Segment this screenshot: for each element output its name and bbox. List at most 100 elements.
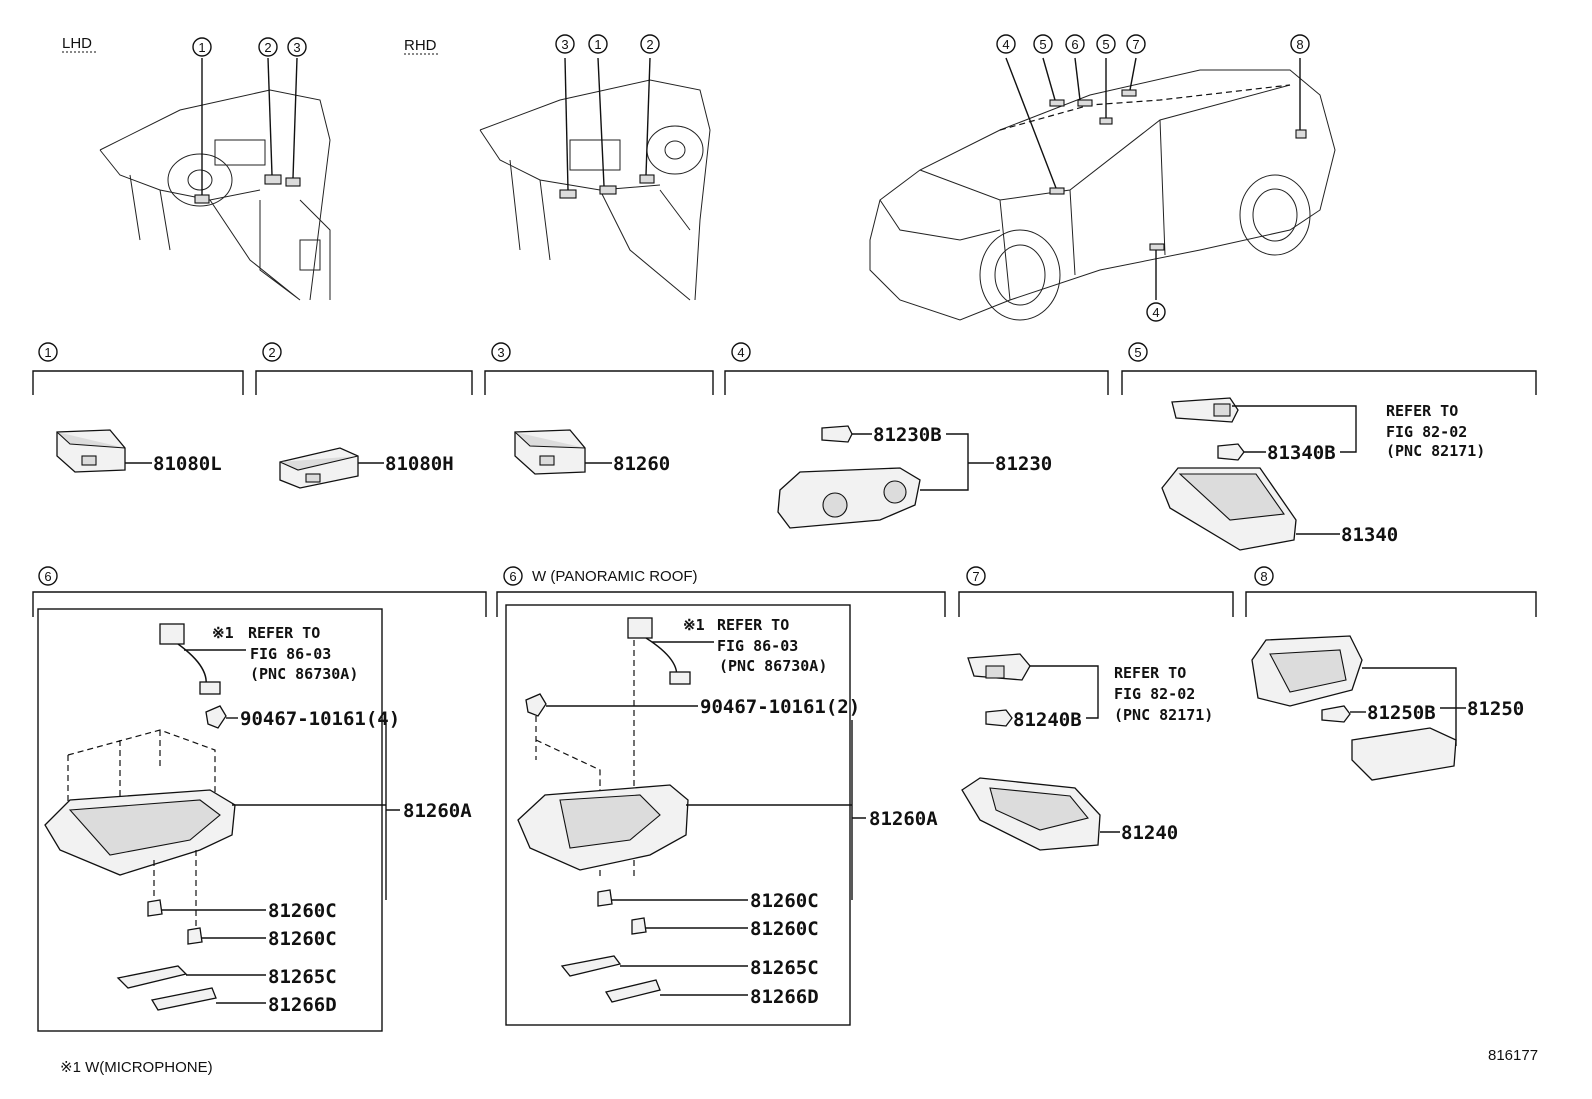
callout-1-rhd: 1 (588, 34, 608, 54)
callout-7-car: 7 (1126, 34, 1146, 54)
s6-refer-line1: REFER TO (248, 624, 320, 642)
part-81230B-bulb (821, 425, 853, 443)
s6-map-lamp-assembly (44, 789, 236, 876)
part-81230B-label: 81230B (873, 424, 942, 446)
callout-4-car-door: 4 (1146, 302, 1166, 322)
section-3: 3 81260 (484, 342, 714, 475)
section-8: 8 81250B 81250 (1245, 566, 1537, 781)
svg-text:2: 2 (264, 40, 271, 55)
s6-cover-label: 81266D (268, 994, 337, 1016)
svg-text:3: 3 (561, 37, 568, 52)
s7-refer-line2: FIG 82-02 (1114, 685, 1195, 703)
svg-text:4: 4 (1152, 305, 1159, 320)
s6-refer-line3: (PNC 86730A) (250, 665, 358, 683)
svg-text:1: 1 (198, 40, 205, 55)
section-5-number: 5 (1134, 345, 1141, 360)
vehicle-view (869, 57, 1336, 321)
svg-text:3: 3 (293, 40, 300, 55)
s6-bulb-81260C-2 (187, 927, 266, 945)
section-7: 7 81240B REFER TO FIG 82-02 (PNC 82171) … (958, 566, 1234, 851)
part-81260-label: 81260 (613, 453, 670, 475)
s7-lamp-label: 81240 (1121, 822, 1178, 844)
s6w-cover-label: 81266D (750, 986, 819, 1008)
part-81080H-shape (279, 447, 359, 489)
s6-lens-label: 81265C (268, 966, 337, 988)
s8-lamp-housing (1251, 635, 1363, 707)
rhd-dashboard-view: RHD (404, 37, 711, 301)
s5-refer-line1: REFER TO (1386, 402, 1458, 420)
section-1-number: 1 (44, 345, 51, 360)
section-7-number: 7 (972, 569, 979, 584)
callout-4-car: 4 (996, 34, 1016, 54)
s6w-refer-line1: REFER TO (717, 616, 789, 634)
s6-bulb2-label: 81260C (268, 928, 337, 950)
section-6-panoramic: 6 W (PANORAMIC ROOF) ※1 REFER TO FIG 86-… (496, 566, 946, 1026)
s6-assembly-label: 81260A (403, 800, 472, 822)
s6-lens-81265C (116, 965, 266, 989)
s5-refer-line3: (PNC 82171) (1386, 442, 1485, 460)
part-81080L-label: 81080L (153, 453, 222, 475)
section-6-number: 6 (44, 569, 51, 584)
s6w-assembly-label: 81260A (869, 808, 938, 830)
s6w-clip-label: 90467-10161(2) (700, 696, 860, 718)
s6w-lens-81265C (560, 955, 748, 977)
section-2: 2 81080H (255, 342, 473, 489)
part-81230-label: 81230 (995, 453, 1052, 475)
svg-text:5: 5 (1039, 37, 1046, 52)
section-2-number: 2 (268, 345, 275, 360)
part-81340B-label: 81340B (1267, 442, 1336, 464)
s7-connector (967, 653, 1031, 681)
part-81080H-label: 81080H (385, 453, 454, 475)
callout-3-lhd: 3 (287, 37, 307, 57)
svg-text:1: 1 (594, 37, 601, 52)
callout-3-rhd: 3 (555, 34, 575, 54)
callout-8-car: 8 (1290, 34, 1310, 54)
s6-bulb-81260C-1 (147, 899, 266, 917)
s7-refer-line3: (PNC 82171) (1114, 706, 1213, 724)
s8-lens-cover (1351, 727, 1457, 781)
s6-ref-mark: ※1 (212, 624, 234, 642)
s6-cover-81266D (150, 987, 266, 1011)
s8-assembly-label: 81250 (1467, 698, 1524, 720)
section-6: 6 ※1 REFER TO FIG 86-03 (PNC 86730A) 904… (32, 566, 487, 1032)
figure-id: 816177 (1488, 1047, 1538, 1064)
s6w-refer-line2: FIG 86-03 (717, 637, 798, 655)
rhd-label: RHD (404, 37, 437, 54)
section-4-number: 4 (737, 345, 744, 360)
s6w-microphone-harness (627, 617, 714, 685)
section-6w-title: W (PANORAMIC ROOF) (532, 568, 698, 585)
section-5: 5 81340B REFER TO FIG 82-02 (PNC 82171) … (1121, 342, 1537, 551)
section-1: 1 81080L (32, 342, 244, 475)
section-8-number: 8 (1260, 569, 1267, 584)
s6-clip-label: 90467-10161(4) (240, 708, 400, 730)
s7-bulb-label: 81240B (1013, 709, 1082, 731)
s6-microphone-harness (159, 623, 246, 695)
lhd-dashboard-view: LHD (62, 35, 331, 301)
s6-clip-90467 (205, 705, 238, 729)
svg-text:7: 7 (1132, 37, 1139, 52)
part-81340B-connector (1171, 397, 1239, 423)
s6w-map-lamp-assembly (517, 784, 689, 871)
s6w-refer-line3: (PNC 86730A) (719, 657, 827, 675)
part-81260-shape (514, 429, 586, 475)
s6w-bulb-81260C-1 (597, 889, 748, 907)
s6w-ref-mark: ※1 (683, 616, 705, 634)
lhd-label: LHD (62, 35, 92, 52)
svg-text:4: 4 (1002, 37, 1009, 52)
section-4: 4 81230B 81230 (724, 342, 1109, 529)
section-6w-number: 6 (509, 569, 516, 584)
svg-text:2: 2 (646, 37, 653, 52)
part-81340-label: 81340 (1341, 524, 1398, 546)
callout-6-car: 6 (1065, 34, 1085, 54)
callout-2-rhd: 2 (640, 34, 660, 54)
footnote: ※1 W(MICROPHONE) (60, 1059, 213, 1076)
s6-refer-line2: FIG 86-03 (250, 645, 331, 663)
section-3-number: 3 (497, 345, 504, 360)
s6w-clip-90467 (525, 693, 698, 717)
s7-refer-line1: REFER TO (1114, 664, 1186, 682)
s6w-lens-label: 81265C (750, 957, 819, 979)
s7-lamp-81240 (961, 777, 1101, 851)
s8-bulb-label: 81250B (1367, 702, 1436, 724)
s6-bulb1-label: 81260C (268, 900, 337, 922)
